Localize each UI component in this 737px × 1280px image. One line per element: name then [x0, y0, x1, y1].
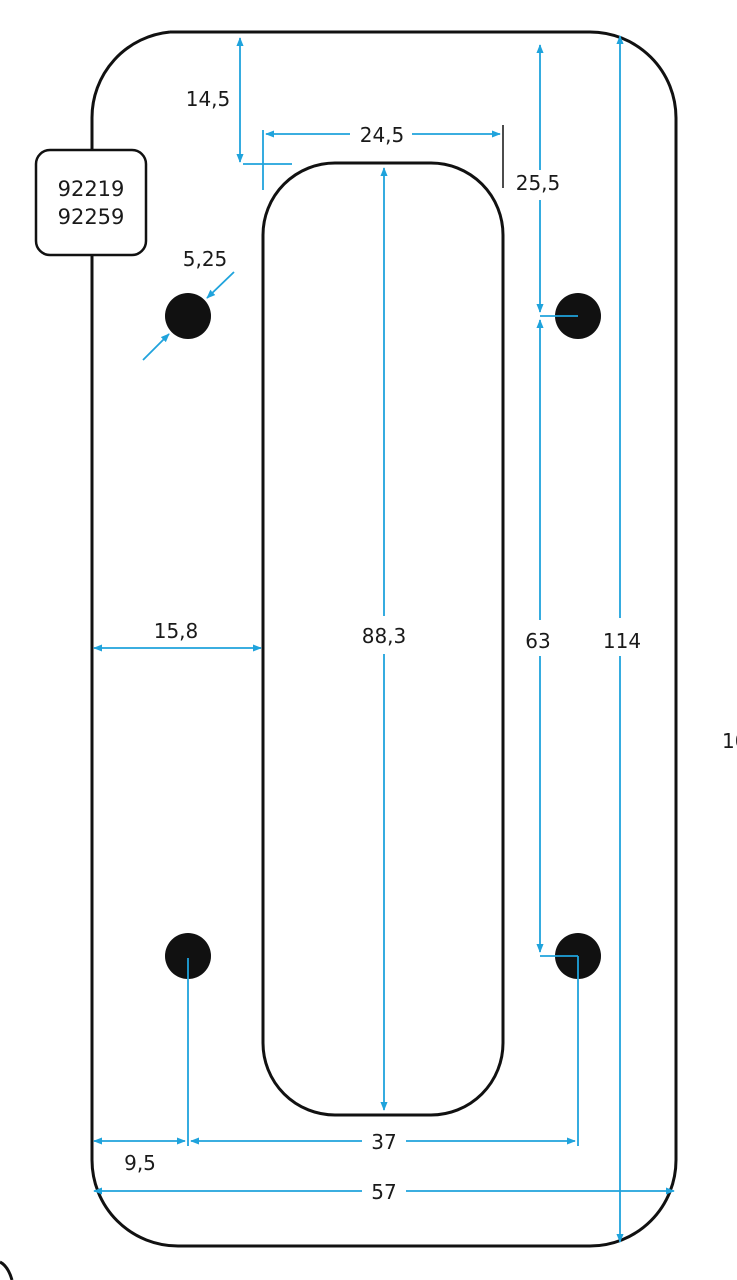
- mounting-hole-top-left: [165, 293, 211, 339]
- dim-leader-hole-diameter-bottom: [142, 333, 170, 361]
- dim-text-left-offset: 15,8: [154, 619, 199, 643]
- dim-text-hole-left-offset: 9,5: [124, 1151, 156, 1175]
- partial-dimension-label: 10: [722, 729, 737, 753]
- dim-text-top-offset: 14,5: [186, 87, 231, 111]
- plate-outline-left-upper: [90, 30, 171, 150]
- part-number-2: 92259: [58, 205, 125, 229]
- dim-text-hole-horizontal-spacing: 37: [371, 1130, 396, 1154]
- mounting-hole-bottom-left: [165, 933, 211, 979]
- part-label-box: [34, 148, 148, 257]
- central-slot: [261, 161, 505, 1117]
- dim-text-right-top-offset: 25,5: [516, 171, 561, 195]
- dim-text-overall-height: 114: [603, 629, 641, 653]
- dim-leader-hole-diameter-top: [206, 271, 235, 299]
- dim-text-hole-diameter: 5,25: [183, 247, 228, 271]
- adjacent-drawing-fragment: [0, 1260, 14, 1280]
- dim-text-hole-vertical-spacing: 63: [525, 629, 550, 653]
- dim-text-slot-width: 24,5: [360, 123, 405, 147]
- dim-text-slot-height: 88,3: [362, 624, 407, 648]
- dim-text-overall-width: 57: [371, 1180, 396, 1204]
- part-number-1: 92219: [58, 177, 125, 201]
- plate-outline: [90, 30, 678, 1248]
